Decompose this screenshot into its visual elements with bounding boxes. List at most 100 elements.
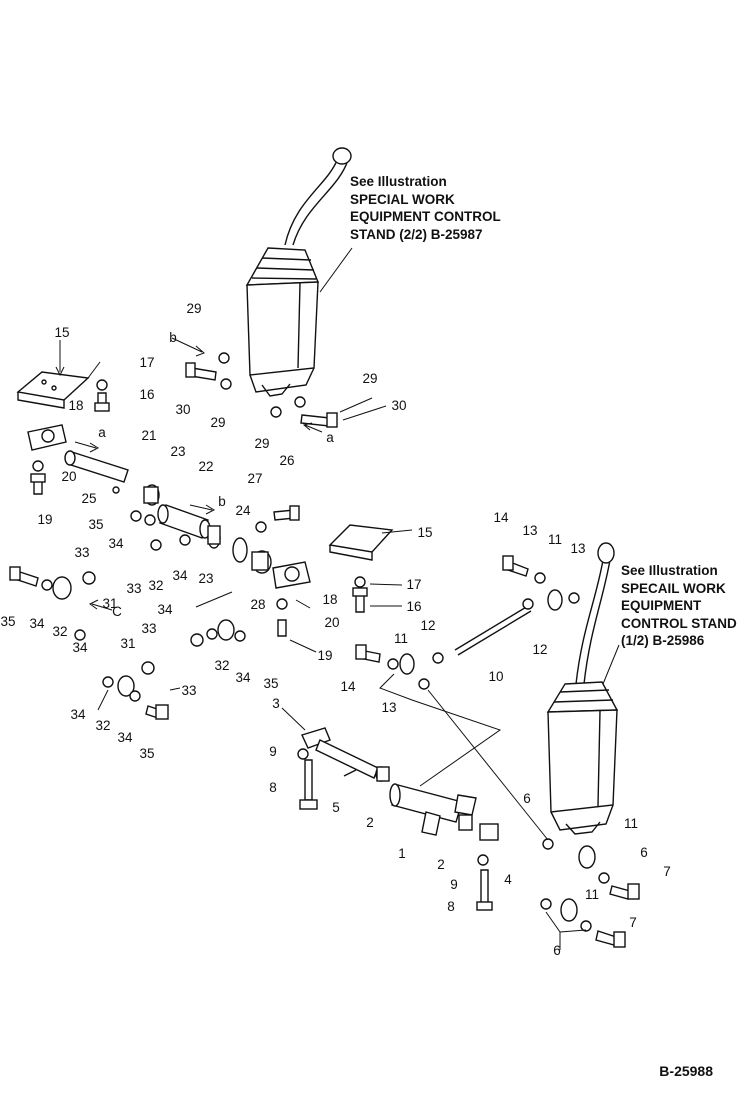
item-label: 29 — [254, 436, 269, 451]
item-label: 32 — [214, 658, 229, 673]
shaft-22 — [157, 504, 211, 539]
item-label: 11 — [585, 887, 599, 902]
callout-line: EQUIPMENT — [621, 598, 702, 613]
item-label: 18 — [322, 592, 337, 607]
item-label: C — [112, 604, 122, 619]
bracket-18-center — [272, 561, 311, 589]
item-label: 35 — [139, 746, 154, 761]
item-label: 2 — [437, 857, 445, 872]
item-label: 35 — [0, 614, 15, 629]
item-label: 9 — [269, 744, 277, 759]
callout-line: SPECAIL WORK — [621, 580, 726, 596]
item-label: 13 — [570, 541, 585, 556]
item-label: 11 — [394, 631, 408, 646]
rod-ends — [52, 484, 596, 922]
item-label: 33 — [74, 545, 89, 560]
item-label: 25 — [81, 491, 96, 506]
item-label: 32 — [52, 624, 67, 639]
item-label: 23 — [170, 444, 185, 459]
item-label: 30 — [175, 402, 190, 417]
item-label: 21 — [141, 428, 156, 443]
callout-line: See Illustration — [350, 174, 447, 189]
item-label: b — [169, 330, 177, 345]
drawing-number: B-25988 — [659, 1063, 713, 1079]
item-label: 12 — [532, 642, 547, 657]
item-label: 34 — [117, 730, 133, 745]
item-label: 6 — [553, 943, 561, 958]
item-label: 17 — [406, 577, 421, 592]
control-stand-lower — [546, 542, 619, 835]
item-label: 33 — [141, 621, 156, 636]
item-label: 17 — [139, 355, 154, 370]
item-label: 11 — [548, 532, 562, 547]
item-label: 16 — [139, 387, 154, 402]
control-stand-upper — [245, 147, 352, 397]
callout-line: (1/2) B-25986 — [621, 633, 705, 648]
item-label: a — [98, 425, 106, 440]
item-label: 29 — [186, 301, 201, 316]
item-label: 33 — [126, 581, 141, 596]
item-label: 19 — [37, 512, 52, 527]
item-label: 19 — [317, 648, 332, 663]
bolts — [9, 362, 640, 948]
item-label: 35 — [263, 676, 278, 691]
item-label: 31 — [120, 636, 135, 651]
item-label: 34 — [70, 707, 86, 722]
item-label: 32 — [95, 718, 110, 733]
item-label: 14 — [340, 679, 356, 694]
item-label: 13 — [381, 700, 396, 715]
callout-stand-1-2: See Illustration SPECAIL WORK EQUIPMENT … — [621, 562, 737, 650]
item-label: 24 — [235, 503, 251, 518]
item-label: 9 — [450, 877, 458, 892]
item-label: 34 — [157, 602, 173, 617]
item-label: 5 — [332, 800, 340, 815]
item-label: 10 — [488, 669, 503, 684]
callout-line: SPECIAL WORK — [350, 191, 455, 207]
shaft-1 — [389, 783, 477, 836]
item-label: 8 — [447, 899, 455, 914]
rod-10 — [454, 605, 532, 656]
callout-line: See Illustration — [621, 563, 718, 578]
item-label: 28 — [250, 597, 265, 612]
item-label: 33 — [181, 683, 196, 698]
item-label: 31 — [102, 596, 117, 611]
item-label: 6 — [640, 845, 648, 860]
callout-line: CONTROL STAND — [621, 615, 737, 631]
item-label: 12 — [420, 618, 435, 633]
item-label: 34 — [72, 640, 88, 655]
item-label: 8 — [269, 780, 277, 795]
item-label: 15 — [54, 325, 69, 340]
callout-line: STAND (2/2) B-25987 — [350, 226, 483, 242]
item-label: 20 — [61, 469, 76, 484]
shaft-21 — [64, 450, 129, 483]
item-label: 7 — [629, 915, 637, 930]
item-label: 15 — [417, 525, 432, 540]
bushings — [143, 486, 499, 841]
bracket-18-left — [27, 424, 67, 451]
item-label: 11 — [624, 816, 638, 831]
item-label: 22 — [198, 459, 213, 474]
item-label: 34 — [235, 670, 251, 685]
callout-stand-2-2: See Illustration SPECIAL WORK EQUIPMENT … — [350, 173, 501, 243]
item-label: 1 — [398, 846, 406, 861]
item-label: 4 — [504, 872, 512, 887]
item-label: 27 — [247, 471, 262, 486]
item-label: 29 — [210, 415, 225, 430]
item-label: 16 — [406, 599, 421, 614]
callout-line: EQUIPMENT CONTROL — [350, 209, 501, 224]
item-label: 2 — [366, 815, 374, 830]
leader-lines — [55, 247, 620, 950]
item-label: 3 — [272, 696, 280, 711]
item-label: 26 — [279, 453, 294, 468]
item-label: b — [218, 494, 226, 509]
item-label: 30 — [391, 398, 406, 413]
item-label: 6 — [523, 791, 531, 806]
item-label: 23 — [198, 571, 213, 586]
item-label: 34 — [108, 536, 124, 551]
item-label: 34 — [29, 616, 45, 631]
item-label: 20 — [324, 615, 339, 630]
shaft-3 — [301, 727, 387, 782]
item-label: 29 — [362, 371, 377, 386]
